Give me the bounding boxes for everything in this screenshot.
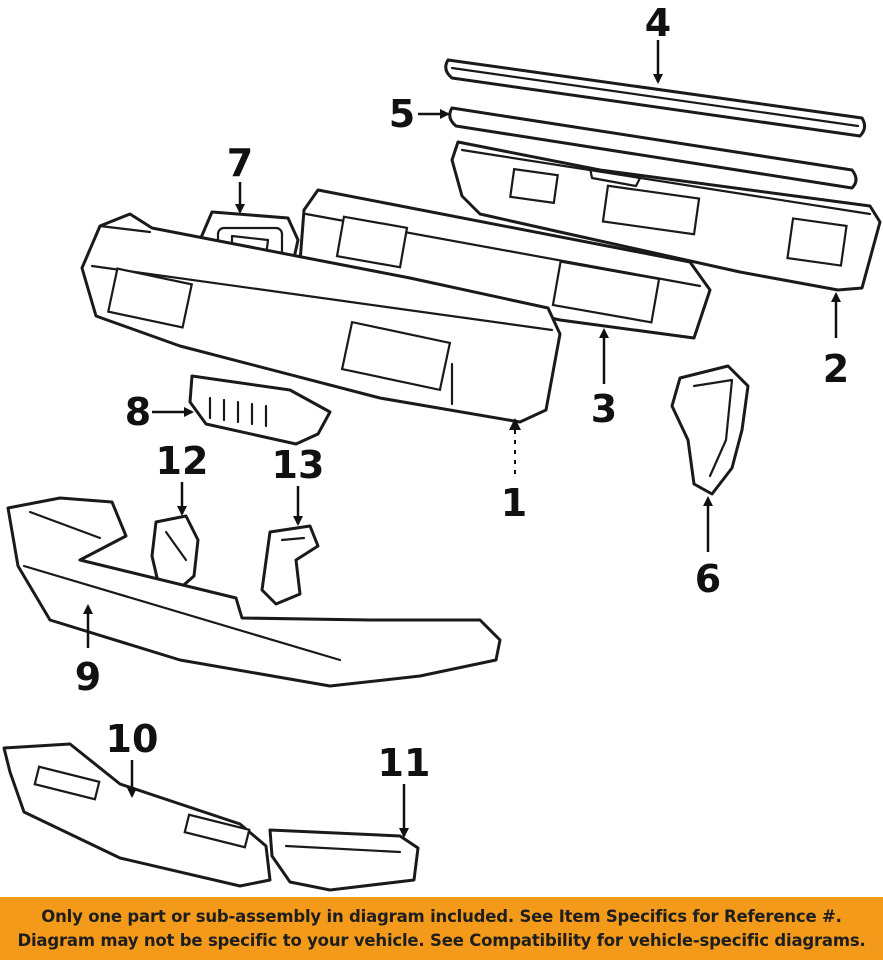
callout-9: 9 [75,655,101,699]
callout-2: 2 [823,347,849,391]
callout-5: 5 [389,92,415,136]
parts-exploded-diagram: 4 5 7 2 3 8 1 12 13 6 9 10 11 [2,1,882,892]
callout-8: 8 [125,390,151,434]
callout-labels: 4 5 7 2 3 8 1 12 13 6 9 10 11 [75,1,849,785]
disclaimer-line-2: Diagram may not be specific to your vehi… [17,930,866,950]
callout-4: 4 [645,1,671,45]
part-3-bumper [298,188,712,340]
part-4-strip [444,58,867,138]
callout-3: 3 [591,387,617,431]
part-13-bracket [260,524,320,606]
part-10-valance [2,742,272,888]
leader-lines [83,40,841,838]
callout-1: 1 [501,481,527,525]
part-9-absorber [6,496,502,688]
disclaimer-line-1: Only one part or sub-assembly in diagram… [41,906,842,926]
callout-6: 6 [695,557,721,601]
part-11-endpiece [268,828,420,892]
callout-13: 13 [272,443,325,487]
callout-7: 7 [227,141,253,185]
callout-12: 12 [156,439,209,483]
part-6-bracket [670,364,750,496]
callout-10: 10 [106,717,159,761]
disclaimer-banner: Only one part or sub-assembly in diagram… [0,897,883,960]
part-8-grille [188,374,332,446]
part-12-bracket [150,514,200,592]
part-1-bumper [80,212,562,424]
part-2-reinforcement [450,140,882,292]
callout-11: 11 [378,741,431,785]
